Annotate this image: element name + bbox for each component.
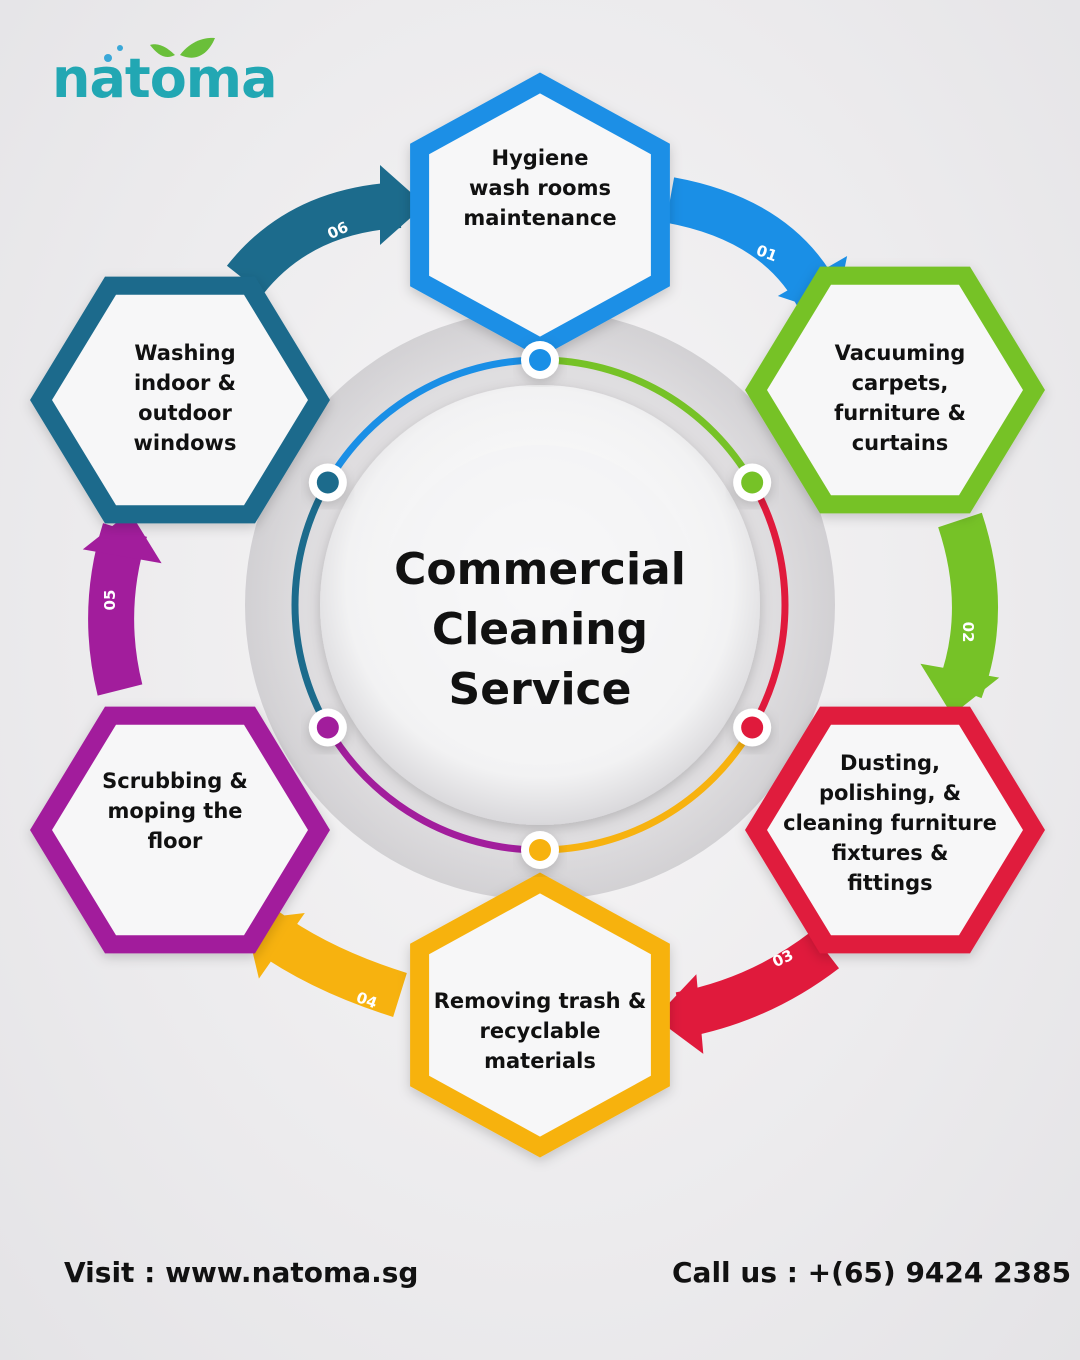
step-line: windows	[133, 431, 237, 455]
step-number-label: 02	[959, 622, 977, 643]
step-line: fixtures &	[831, 841, 949, 865]
hex-layer	[30, 72, 1045, 1158]
step-line: indoor &	[133, 371, 237, 395]
logo-drops	[104, 37, 215, 62]
leaf-icon	[180, 37, 215, 58]
step-number-label: 05	[101, 590, 119, 611]
drop-icon	[104, 54, 112, 62]
ring-node-dot	[529, 349, 551, 371]
ring-node-dot	[316, 471, 339, 494]
step-line: furniture &	[834, 401, 966, 425]
website-link[interactable]: Visit : www.natoma.sg	[64, 1256, 419, 1289]
step-4-text: Removing trash & recyclable materials	[430, 986, 650, 1076]
leaf-icon	[150, 44, 175, 57]
ring-arc	[749, 480, 789, 730]
arrow-head	[655, 974, 704, 1054]
diagram-title: Commercial Cleaning Service	[380, 540, 700, 720]
step-line: Hygiene	[491, 146, 589, 170]
title-line: Commercial	[394, 544, 686, 595]
step-5-text: Scrubbing & moping the floor	[80, 766, 270, 856]
phone-number[interactable]: Call us : +(65) 9424 2385	[672, 1256, 1072, 1289]
step-hexagon-panel	[767, 284, 1023, 496]
inner-disc	[380, 445, 700, 765]
step-hexagon-panel	[429, 893, 651, 1137]
drop-icon	[117, 45, 123, 51]
step-line: moping the	[107, 799, 243, 823]
step-line: cleaning furniture	[783, 811, 997, 835]
step-line: carpets,	[851, 371, 949, 395]
ring-arc	[324, 356, 541, 485]
step-line: recyclable	[479, 1019, 601, 1043]
step-line: Dusting,	[839, 751, 941, 775]
step-arrow	[938, 512, 998, 699]
ring-node-dot	[316, 716, 339, 739]
step-arrow	[675, 931, 840, 1038]
step-line: Vacuuming	[834, 341, 966, 365]
arrow-head	[380, 165, 425, 245]
step-6-text: Washing indoor & outdoor windows	[90, 338, 280, 458]
title-line: Service	[448, 664, 632, 715]
ring-node-dot	[529, 839, 551, 861]
ring-node-dot	[741, 716, 764, 739]
ring-node-dot	[741, 471, 764, 494]
step-line: maintenance	[463, 206, 617, 230]
step-line: wash rooms	[469, 176, 611, 200]
ring-arc	[291, 480, 331, 730]
ring-arc	[324, 725, 541, 854]
title-line: Cleaning	[431, 604, 649, 655]
step-arrow	[226, 182, 402, 295]
step-line: polishing, &	[818, 781, 962, 805]
arrow-head	[920, 663, 1000, 715]
arcs-layer	[291, 356, 789, 854]
brand-logo: natoma	[52, 47, 278, 110]
step-3-text: Dusting, polishing, & cleaning furniture…	[775, 748, 1005, 898]
step-hexagon-panel	[767, 724, 1023, 936]
step-2-text: Vacuuming carpets, furniture & curtains	[800, 338, 1000, 458]
step-line: Washing	[134, 341, 236, 365]
step-line: outdoor	[138, 401, 232, 425]
step-line: curtains	[851, 431, 949, 455]
step-line: Scrubbing &	[102, 769, 248, 793]
step-line: fittings	[847, 871, 933, 895]
arrow-head	[82, 512, 162, 564]
step-line: materials	[484, 1049, 596, 1073]
step-hexagon-panel	[429, 93, 651, 337]
step-line: Removing trash &	[433, 989, 647, 1013]
ring-arc	[539, 725, 756, 854]
step-hexagon-panel	[52, 724, 308, 936]
ring-layer	[245, 310, 835, 900]
ring-arc	[539, 356, 756, 485]
step-1-text: Hygiene wash rooms maintenance	[440, 143, 640, 233]
dots-layer	[308, 341, 772, 869]
step-line: floor	[147, 829, 203, 853]
step-hexagon-panel	[52, 294, 308, 506]
